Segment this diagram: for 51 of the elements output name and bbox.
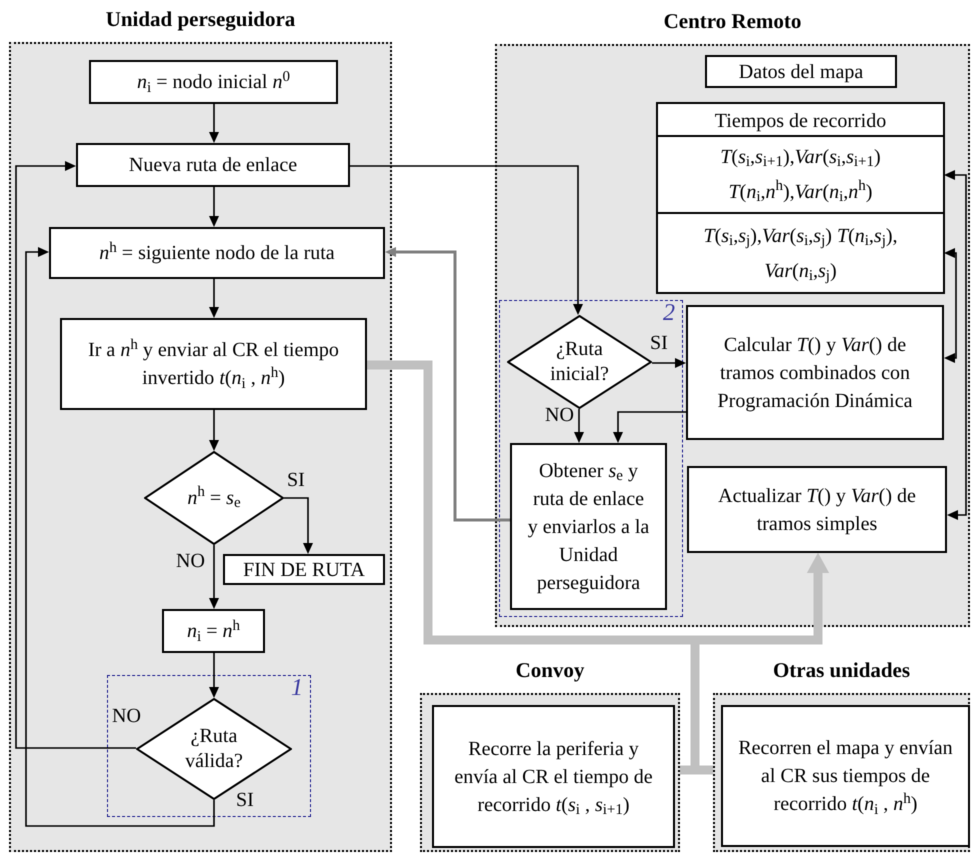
- arrow: [209, 410, 219, 451]
- formula-text: T(s$_{i}$,s$_{i+1}$),Var(s$_{i}$,s$_{i+1}$) T(n$_{i}$,n$^{h}$),Var(n$_{i}$,n$^{h}$): [719, 144, 882, 208]
- process-box: n$_{i}$ = nodo inicial n$^{0}$: [89, 60, 338, 104]
- group-number: 1: [291, 676, 303, 700]
- arrow: [613, 411, 686, 443]
- lane-heading: Unidad perseguidora: [104, 6, 296, 33]
- arrow: [284, 497, 313, 554]
- process-box: Ir a n$^{h}$ y enviar al CR el tiempo invertido t(n$_{i}$ , n$^{h}$): [60, 318, 367, 410]
- data-table: [657, 103, 944, 293]
- lane-heading: Convoy: [514, 657, 586, 684]
- dashed-group-box: [499, 300, 683, 617]
- process-box: Actualizar T() y Var() de tramos simples: [687, 466, 947, 553]
- arrow: [209, 545, 219, 609]
- arrow: [944, 248, 957, 363]
- arrow: [209, 279, 219, 318]
- process-box: FIN DE RUTA: [223, 554, 385, 585]
- group-number: 2: [663, 301, 675, 325]
- arrow: [209, 104, 219, 143]
- process-box: Recorren el mapa y envían al CR sus tiempos de recorrido t(n$_{i}$ , n$^{h}$): [721, 705, 970, 847]
- decision-diamond: [507, 315, 652, 409]
- edge-label: NO: [176, 551, 205, 571]
- formula-text: T(s$_{i}$,s$_{j}$),Var(s$_{i}$,s$_{j}$) T(n$_{i}$,s$_{j}$), Var(n$_{i}$,s$_{j}$): [702, 224, 899, 286]
- arrow: [15, 161, 136, 749]
- decision-diamond: [144, 451, 284, 545]
- edge-label: SI: [287, 470, 305, 490]
- table-header: Tiempos de recorrido: [714, 109, 888, 134]
- process-box: n$_{i}$ = n$^{h}$: [162, 609, 265, 653]
- process-box: Nueva ruta de enlace: [76, 143, 350, 187]
- process-box: n$^{h}$ = siguiente nodo de la ruta: [49, 227, 385, 279]
- decision-text: n$^{h}$ = s$_{e}$: [187, 486, 241, 510]
- arrow: [209, 653, 219, 698]
- lane-heading: Centro Remoto: [662, 8, 802, 35]
- arrow: [652, 358, 686, 368]
- edge-label: NO: [545, 405, 574, 425]
- decision-text: ¿Ruta inicial?: [549, 337, 610, 387]
- process-box: Calcular T() y Var() de tramos combinados con Programación Dinámica: [686, 305, 944, 440]
- process-box: Datos del mapa: [705, 55, 897, 88]
- process-box: Obtener s$_{e}$ y ruta de enlace y enviarlos a la Unidad perseguidora: [510, 443, 667, 610]
- process-box: Recorre la periferia y envía al CR el tiempo de recorrido t(s$_{i}$ , s$_{i+1}$): [432, 705, 675, 848]
- arrow: [209, 187, 219, 227]
- dashed-group-box: [107, 675, 311, 817]
- arrow: [574, 409, 584, 443]
- edge-label: NO: [112, 706, 141, 726]
- edge-label: SI: [650, 333, 668, 353]
- arrow: [350, 165, 583, 315]
- edge-label: SI: [236, 790, 254, 810]
- decision-text: ¿Ruta válida?: [184, 724, 244, 774]
- arrow: [25, 247, 215, 827]
- arrow: [385, 247, 510, 522]
- lane-heading: Otras unidades: [772, 657, 912, 684]
- arrow: [944, 170, 967, 520]
